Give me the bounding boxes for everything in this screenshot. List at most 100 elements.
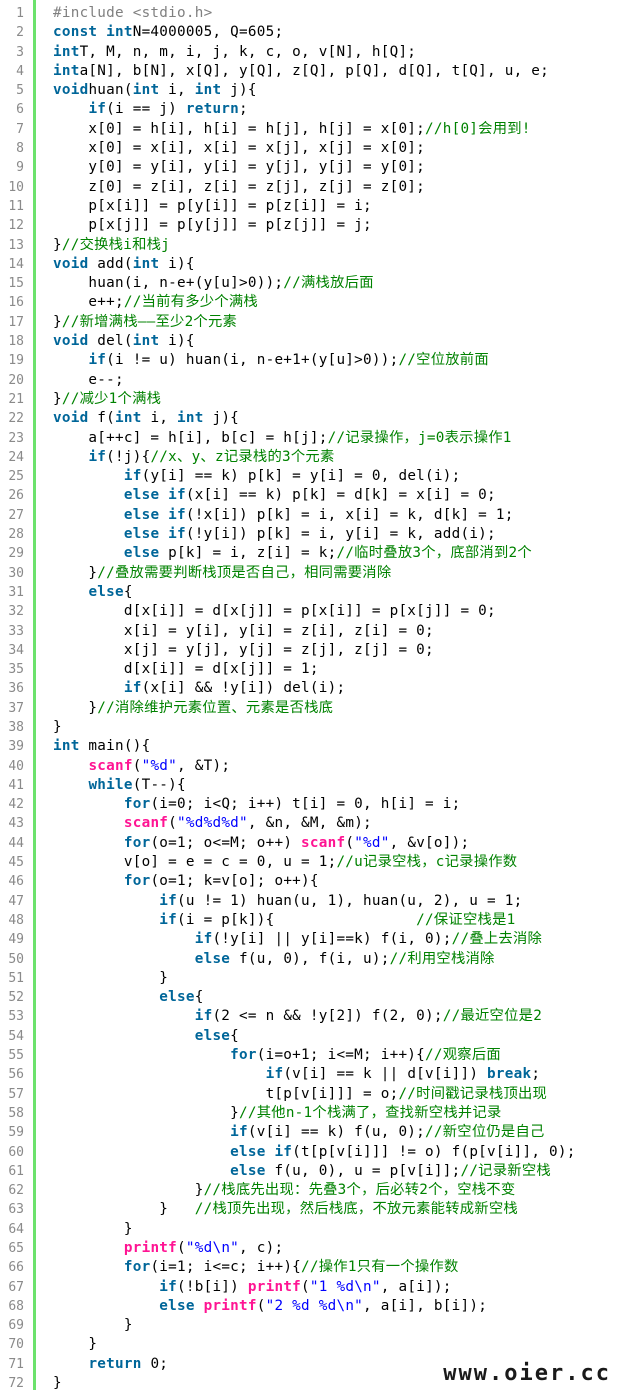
code-text: scanf("%d%d%d", &n, &M, &m); [53, 814, 372, 833]
code-token: e--; [53, 371, 124, 388]
line-number: 39 [8, 739, 24, 755]
code-line[interactable]: 46 for(o=1; k=v[o]; o++){ [0, 872, 623, 891]
code-line[interactable]: 33 x[i] = y[i], y[i] = z[i], z[i] = 0; [0, 622, 623, 641]
code-line[interactable]: 44 for(o=1; o<=M; o++) scanf("%d", &v[o]… [0, 834, 623, 853]
code-line[interactable]: 42 for(i=0; i<Q; i++) t[i] = 0, h[i] = i… [0, 795, 623, 814]
code-token [53, 468, 124, 484]
code-line[interactable]: 48 if(i = p[k]){ //保证空栈是1 [0, 911, 623, 930]
code-line[interactable]: 62 }//栈底先出现：先叠3个，后必转2个，空栈不变 [0, 1181, 623, 1200]
line-number: 42 [8, 797, 24, 813]
code-line[interactable]: 47 if(u != 1) huan(u, 1), huan(u, 2), u … [0, 892, 623, 911]
code-line[interactable]: 28 else if(!y[i]) p[k] = i, y[i] = k, ad… [0, 525, 623, 544]
code-text: int main(){ [53, 737, 150, 756]
code-text: intT, M, n, m, i, j, k, c, o, v[N], h[Q]… [53, 43, 416, 62]
code-line[interactable]: 37 }//消除维护元素位置、元素是否栈底 [0, 699, 623, 718]
code-line[interactable]: 20 e--; [0, 371, 623, 390]
code-line[interactable]: 60 else if(t[p[v[i]]] != o) f(p[v[i]], 0… [0, 1143, 623, 1162]
line-number: 24 [8, 449, 24, 465]
line-number: 11 [8, 198, 24, 214]
code-line[interactable]: 49 if(!y[i] || y[i]==k) f(i, 0);//叠上去消除 [0, 930, 623, 949]
code-line[interactable]: 45 v[o] = e = c = 0, u = 1;//u记录空栈，c记录操作… [0, 853, 623, 872]
code-line[interactable]: 19 if(i != u) huan(i, n-e+1+(y[u]>0));//… [0, 351, 623, 370]
line-number: 57 [8, 1086, 24, 1102]
code-line[interactable]: 10 z[0] = z[i], z[i] = z[j], z[j] = z[0]… [0, 178, 623, 197]
code-line[interactable]: 17}//新增满栈——至少2个元素 [0, 313, 623, 332]
code-text: z[0] = z[i], z[i] = z[j], z[j] = z[0]; [53, 178, 425, 197]
code-line[interactable]: 52 else{ [0, 988, 623, 1007]
line-number: 25 [8, 469, 24, 485]
keyword-token: void [53, 333, 89, 350]
code-line[interactable]: 32 d[x[i]] = d[x[j]] = p[x[i]] = p[x[j]]… [0, 602, 623, 621]
comment-token: //临时叠放3个，底部消到2个 [336, 545, 532, 562]
code-line[interactable]: 13}//交换栈i和栈j [0, 236, 623, 255]
code-line[interactable]: 65 printf("%d\n", c); [0, 1239, 623, 1258]
code-line[interactable]: 54 else{ [0, 1027, 623, 1046]
code-line[interactable]: 63 } //栈顶先出现，然后栈底，不放元素能转成新空栈 [0, 1200, 623, 1219]
code-line[interactable]: 11 p[x[i]] = p[y[i]] = p[z[i]] = i; [0, 197, 623, 216]
code-line[interactable]: 27 else if(!x[i]) p[k] = i, x[i] = k, d[… [0, 506, 623, 525]
code-line[interactable]: 12 p[x[j]] = p[y[j]] = p[z[j]] = j; [0, 216, 623, 235]
line-number: 47 [8, 893, 24, 909]
code-line[interactable]: 40 scanf("%d", &T); [0, 757, 623, 776]
line-number: 49 [8, 932, 24, 948]
code-line[interactable]: 61 else f(u, 0), u = p[v[i]];//记录新空栈 [0, 1162, 623, 1181]
code-line[interactable]: 24 if(!j){//x、y、z记录栈的3个元素 [0, 448, 623, 467]
code-line[interactable]: 25 if(y[i] == k) p[k] = y[i] = 0, del(i)… [0, 467, 623, 486]
code-line[interactable]: 35 d[x[i]] = d[x[j]] = 1; [0, 660, 623, 679]
code-line[interactable]: 29 else p[k] = i, z[i] = k;//临时叠放3个，底部消到… [0, 544, 623, 563]
code-line[interactable]: 56 if(v[i] == k || d[v[i]]) break; [0, 1065, 623, 1084]
code-line[interactable]: 64 } [0, 1220, 623, 1239]
code-line[interactable]: 38} [0, 718, 623, 737]
code-line[interactable]: 1#include <stdio.h> [0, 4, 623, 23]
comment-token: //时间戳记录栈顶出现 [398, 1085, 548, 1102]
code-line[interactable]: 23 a[++c] = h[i], b[c] = h[j];//记录操作，j=0… [0, 429, 623, 448]
comment-token: //消除维护元素位置、元素是否栈底 [97, 699, 334, 716]
keyword-token: else [194, 1027, 231, 1044]
code-line[interactable]: 41 while(T--){ [0, 776, 623, 795]
code-line[interactable]: 70 } [0, 1335, 623, 1354]
code-line[interactable]: 71 return 0; [0, 1355, 623, 1374]
code-token [53, 873, 124, 889]
code-line[interactable]: 30 }//叠放需要判断栈顶是否自己，相同需要消除 [0, 564, 623, 583]
code-line[interactable]: 58 }//其他n-1个栈满了，查找新空栈并记录 [0, 1104, 623, 1123]
code-line[interactable]: 31 else{ [0, 583, 623, 602]
line-number: 38 [8, 719, 24, 735]
code-line[interactable]: 68 else printf("2 %d %d\n", a[i], b[i]); [0, 1297, 623, 1316]
code-line[interactable]: 67 if(!b[i]) printf("1 %d\n", a[i]); [0, 1278, 623, 1297]
code-line[interactable]: 6 if(i == j) return; [0, 100, 623, 119]
code-line[interactable]: 16 e++;//当前有多少个满栈 [0, 293, 623, 312]
keyword-token: void [53, 255, 89, 272]
code-line[interactable]: 51 } [0, 969, 623, 988]
code-token: x[0] = h[i], h[i] = h[j], h[j] = x[0]; [53, 120, 426, 137]
code-line[interactable]: 36 if(x[i] && !y[i]) del(i); [0, 679, 623, 698]
code-line[interactable]: 34 x[j] = y[j], y[j] = z[j], z[j] = 0; [0, 641, 623, 660]
code-text: if(x[i] && !y[i]) del(i); [53, 679, 345, 698]
code-line[interactable]: 9 y[0] = y[i], y[i] = y[j], y[j] = y[0]; [0, 158, 623, 177]
code-line[interactable]: 66 for(i=1; i<=c; i++){//操作1只有一个操作数 [0, 1258, 623, 1277]
code-line[interactable]: 59 if(v[i] == k) f(u, 0);//新空位仍是自己 [0, 1123, 623, 1142]
line-number: 72 [8, 1376, 24, 1392]
code-line[interactable]: 53 if(2 <= n && !y[2]) f(2, 0);//最近空位是2 [0, 1007, 623, 1026]
code-line[interactable]: 72} [0, 1374, 623, 1393]
code-line[interactable]: 7 x[0] = h[i], h[i] = h[j], h[j] = x[0];… [0, 120, 623, 139]
code-line[interactable]: 8 x[0] = x[i], x[i] = x[j], x[j] = x[0]; [0, 139, 623, 158]
code-token: , a[i], b[i]); [363, 1297, 488, 1314]
code-line[interactable]: 21}//减少1个满栈 [0, 390, 623, 409]
code-line[interactable]: 50 else f(u, 0), f(i, u);//利用空栈消除 [0, 950, 623, 969]
code-line[interactable]: 55 for(i=o+1; i<=M; i++){//观察后面 [0, 1046, 623, 1065]
code-line[interactable]: 43 scanf("%d%d%d", &n, &M, &m); [0, 814, 623, 833]
code-line[interactable]: 69 } [0, 1316, 623, 1335]
code-line[interactable]: 26 else if(x[i] == k) p[k] = d[k] = x[i]… [0, 486, 623, 505]
code-line[interactable]: 39 int main(){ [0, 737, 623, 756]
code-line[interactable]: 15 huan(i, n-e+(y[u]>0));//满栈放后面 [0, 274, 623, 293]
code-line[interactable]: 57 t[p[v[i]]] = o;//时间戳记录栈顶出现 [0, 1085, 623, 1104]
